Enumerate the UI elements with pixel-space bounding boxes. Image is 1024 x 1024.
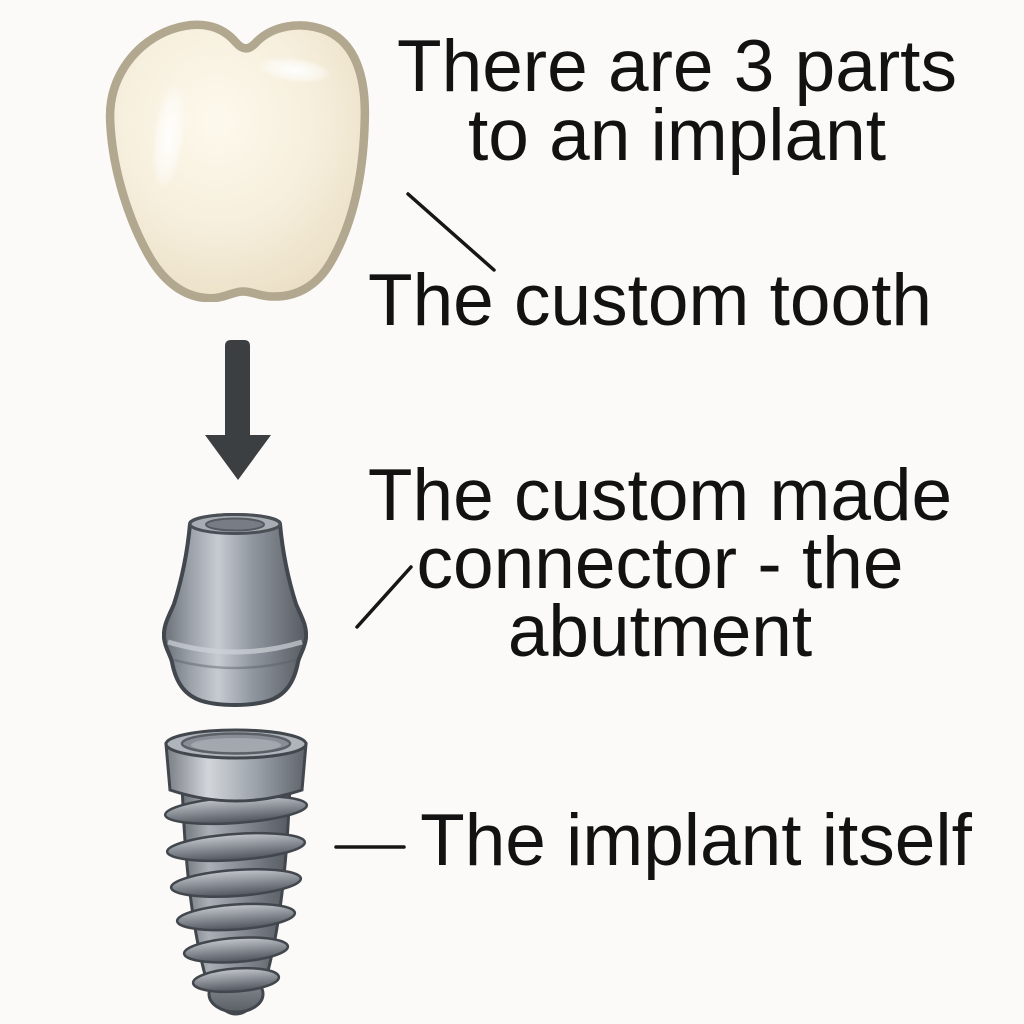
leader-line-tooth (406, 192, 496, 272)
label-abutment: The custom made connector - the abutment (352, 455, 968, 672)
abutment-flare-shadow (173, 658, 297, 670)
implant-screw-illustration (163, 728, 309, 1016)
diagram-title-line-1: There are 3 parts (397, 26, 957, 107)
diagram-title: There are 3 parts to an implant (370, 26, 984, 177)
abutment-top-opening (205, 517, 265, 532)
implant-collar-recess-floor (191, 738, 281, 752)
abutment-body (162, 513, 308, 707)
implant-threads (163, 794, 309, 994)
label-implant: The implant itself (420, 800, 972, 881)
tooth-body (105, 20, 370, 302)
tooth-highlight-left (151, 81, 187, 191)
label-abutment-line-2: connector - the (416, 522, 904, 604)
down-arrow-icon (205, 340, 271, 480)
tooth-highlight-top (257, 57, 333, 84)
abutment-flare-highlight (167, 639, 303, 655)
tooth-crown-illustration (105, 20, 370, 302)
implant-collar (164, 742, 308, 803)
label-abutment-line-1: The custom made (367, 455, 953, 536)
label-custom-tooth: The custom tooth (367, 260, 932, 341)
diagram-title-line-2: to an implant (468, 95, 886, 177)
label-abutment-line-3: abutment (507, 590, 813, 672)
abutment-illustration (162, 513, 308, 707)
